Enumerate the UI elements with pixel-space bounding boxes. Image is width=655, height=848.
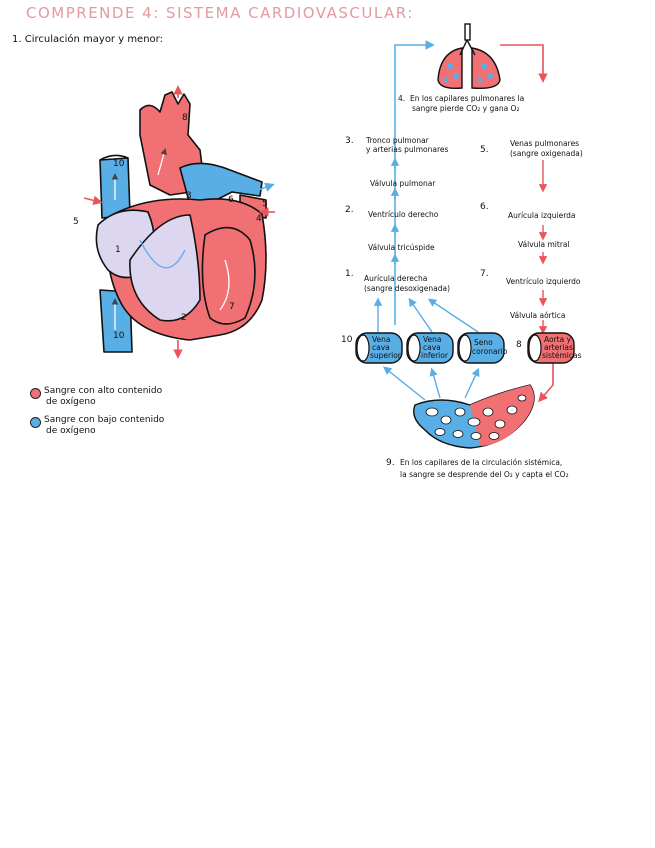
heart-label-10-top: 10	[113, 159, 125, 169]
svg-text:En los capilares pulmonares la: En los capilares pulmonares la	[410, 94, 524, 103]
svg-text:inferior: inferior	[421, 351, 449, 360]
legend-item-deoxygenated: Sangre con bajo contenido de oxígeno	[44, 415, 165, 436]
heart-label-10-bottom: 10	[113, 331, 125, 341]
legend-item-oxygenated: Sangre con alto contenido de oxígeno	[44, 386, 163, 407]
seno-coronario-tube: Seno coronario	[457, 332, 508, 364]
valve-tricuspide: Válvula tricúspide	[368, 243, 435, 252]
step-2-label: Ventrículo derecho	[368, 210, 439, 219]
heart-label-4: 4	[256, 214, 262, 224]
flow-red-from-lungs	[500, 44, 548, 83]
step-6-num: 6.	[480, 202, 489, 212]
valve-pulmonar: Válvula pulmonar	[370, 179, 436, 188]
svg-text:la sangre se desprende del O₂: la sangre se desprende del O₂ y capta el…	[400, 470, 569, 479]
heart-label-5: 5	[73, 217, 79, 227]
step-7-label: Ventrículo izquierdo	[506, 277, 581, 286]
step-3-num: 3.	[345, 136, 354, 146]
svg-text:Vena: Vena	[423, 335, 442, 344]
valve-mitral: Válvula mitral	[518, 240, 570, 249]
svg-text:Aorta y: Aorta y	[544, 335, 572, 344]
svg-text:9.: 9.	[386, 458, 395, 468]
svg-text:coronario: coronario	[472, 347, 508, 356]
heart-label-2: 2	[181, 313, 187, 323]
legend-dot-deoxygenated	[30, 417, 41, 428]
step-1-line1: Aurícula derecha	[364, 274, 427, 283]
flow-left-column: 3. Tronco pulmonar y arterias pulmonares…	[345, 136, 450, 293]
section-subtitle: 1. Circulación mayor y menor:	[12, 34, 163, 45]
pulmonary-trunk	[179, 162, 263, 206]
flow-right-column: 5. Venas pulmonares (sangre oxigenada) 6…	[480, 139, 583, 320]
svg-text:cava: cava	[372, 343, 390, 352]
svg-text:En los capilares de la circula: En los capilares de la circulación sisté…	[400, 458, 562, 467]
heart-label-8: 8	[182, 113, 188, 123]
heart-label-6: 6	[228, 195, 234, 205]
svg-text:cava: cava	[423, 343, 441, 352]
vena-cava-inferior-tube: Vena cava inferior	[406, 332, 454, 364]
svg-text:sangre pierde CO₂ y gana O₂: sangre pierde CO₂ y gana O₂	[412, 104, 519, 113]
step-6-label: Aurícula izquierda	[508, 211, 576, 220]
svg-text:superior: superior	[370, 351, 402, 360]
step-5-num: 5.	[480, 145, 489, 155]
lungs-note: 4. En los capilares pulmonares la sangre…	[398, 94, 524, 113]
page-title: COMPRENDE 4: SISTEMA CARDIOVASCULAR:	[26, 4, 414, 22]
step-2-num: 2.	[345, 205, 354, 215]
vena-cava-superior-tube: Vena cava superior	[355, 332, 403, 364]
svg-text:Vena: Vena	[372, 335, 391, 344]
step-3-line2: y arterias pulmonares	[366, 145, 448, 154]
heart-label-7: 7	[229, 302, 235, 312]
heart-flow-arrows	[83, 85, 275, 359]
legend-dot-oxygenated	[30, 388, 41, 399]
svg-text:Seno: Seno	[474, 338, 493, 347]
step-1-num: 1.	[345, 269, 354, 279]
valve-aortica: Válvula aórtica	[510, 311, 566, 320]
svg-text:arterias: arterias	[544, 343, 573, 352]
vessel-num-8: 8	[516, 340, 522, 350]
step-7-num: 7.	[480, 269, 489, 279]
vessels-row: 10 Vena cava superior Vena cava inferior…	[341, 332, 582, 364]
step-5-line2: (sangre oxigenada)	[510, 149, 583, 158]
svg-text:sistémicas: sistémicas	[542, 351, 582, 360]
heart-label-1: 1	[115, 245, 121, 255]
heart-label-3: 3	[186, 191, 192, 201]
aorta-arterias-tube: Aorta y arterias sistémicas	[527, 332, 582, 364]
heart-labels: 10 8 5 3 6 5 4 1 2 7 10	[73, 113, 268, 341]
svg-text:4.: 4.	[398, 94, 405, 103]
vessel-num-10: 10	[341, 335, 353, 345]
systemic-capillaries	[413, 384, 535, 449]
lungs-illustration	[437, 23, 501, 90]
step-3-line1: Tronco pulmonar	[365, 136, 430, 145]
step-5-line1: Venas pulmonares	[510, 139, 579, 148]
heart-label-5-right: 5	[262, 199, 268, 209]
capillaries-note: 9. En los capilares de la circulación si…	[386, 458, 569, 479]
step-1-line2: (sangre desoxigenada)	[364, 284, 450, 293]
